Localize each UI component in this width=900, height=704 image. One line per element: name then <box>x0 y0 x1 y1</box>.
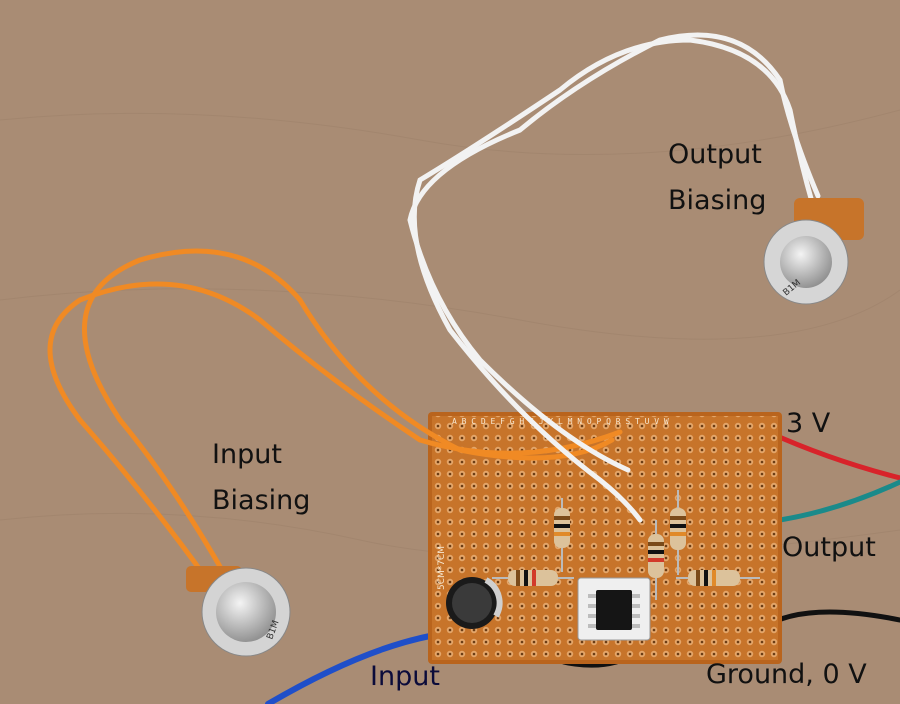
output-biasing-label-line1: Output <box>668 139 762 170</box>
board-silkscreen: 5CM*7CM <box>437 546 447 590</box>
input-biasing-label-line1: Input <box>212 439 282 470</box>
input-biasing-potentiometer: B1M <box>186 566 291 657</box>
resistor <box>492 570 574 586</box>
output-biasing-label-line2: Biasing <box>668 185 767 216</box>
supply-voltage-label: 3 V <box>786 408 831 439</box>
output-label: Output <box>782 532 876 563</box>
resistor <box>554 498 570 572</box>
resistor <box>648 520 664 600</box>
input-label: Input <box>370 661 440 692</box>
input-wire-blue <box>265 633 433 704</box>
ground-label: Ground, 0 V <box>706 659 867 690</box>
output-biasing-potentiometer: B1M <box>763 198 864 305</box>
electrolytic-capacitor <box>446 577 503 629</box>
white-wire-pair <box>407 32 821 523</box>
resistor <box>676 570 760 586</box>
ic-socket <box>577 577 651 641</box>
orange-wire-pair <box>47 248 623 581</box>
resistors <box>492 490 760 600</box>
board-column-letters: A B C D E F G H I J K L M N O P Q R S T … <box>452 417 669 426</box>
input-biasing-label-line2: Biasing <box>212 485 311 516</box>
resistor <box>670 490 686 575</box>
